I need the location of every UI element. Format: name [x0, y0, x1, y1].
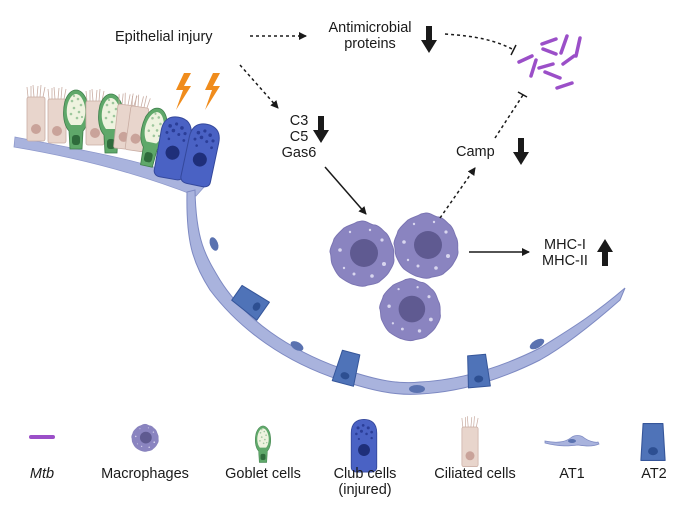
macrophage — [379, 278, 441, 342]
node-c3: C3 — [289, 113, 309, 129]
legend-label-club-line2: (injured) — [338, 482, 392, 498]
at2-cell — [465, 353, 491, 389]
at1-nucleus — [209, 237, 219, 251]
up-arrow-icon — [597, 239, 613, 266]
node-antimicrobial-line1: Antimicrobial — [328, 20, 412, 36]
node-mhc-ii: MHC-II — [542, 253, 588, 269]
alveolar-wall-at1 — [186, 189, 626, 395]
edge-injury-to-complement — [239, 64, 279, 109]
edge-antimicrobial-inhibits-mtb — [444, 33, 515, 51]
legend-label-ciliated-cells: Ciliated cells — [434, 466, 516, 482]
node-antimicrobial-line2: proteins — [344, 36, 396, 52]
down-arrow-icon — [421, 26, 437, 53]
legend-label-mtb: Mtb — [29, 466, 55, 482]
at2-cell-icon — [640, 423, 666, 461]
ciliated-cell — [26, 84, 46, 142]
at1-nucleus — [568, 439, 576, 443]
legend-label-macrophages: Macrophages — [101, 466, 189, 482]
edge-camp-inhibits-mtb — [494, 94, 524, 139]
legend-label-at1: AT1 — [559, 466, 585, 482]
macrophage-icon — [131, 423, 159, 452]
legend-label-goblet-cells: Goblet cells — [225, 466, 301, 482]
node-gas6: Gas6 — [281, 145, 317, 161]
at1-nucleus — [529, 338, 545, 350]
node-mhc: MHC-I MHC-II — [533, 237, 597, 269]
node-mhc-i: MHC-I — [544, 237, 586, 253]
node-c5: C5 — [289, 129, 309, 145]
ciliated-cell-icon — [461, 415, 479, 468]
legend-label-club-cells: Club cells (injured) — [320, 466, 410, 498]
inhibition-bar — [517, 91, 528, 98]
macrophage — [393, 212, 459, 279]
node-camp: Camp — [456, 144, 495, 160]
edge-complement-to-macrophages — [324, 166, 367, 215]
legend-label-at2: AT2 — [641, 466, 667, 482]
node-complement: C3 C5 Gas6 — [277, 113, 321, 161]
node-antimicrobial-proteins: Antimicrobial proteins — [318, 20, 422, 52]
goblet-cell-icon — [254, 425, 272, 463]
at1-nucleus — [290, 341, 304, 351]
mtb-cluster — [517, 34, 582, 90]
inhibition-bar — [510, 44, 517, 56]
goblet-cell — [63, 89, 89, 150]
macrophage — [329, 220, 395, 287]
club-cell-icon — [350, 418, 378, 473]
down-arrow-icon — [513, 138, 529, 165]
injury-lightning-icon — [205, 73, 220, 110]
node-epithelial-injury: Epithelial injury — [115, 29, 213, 45]
injury-lightning-icon — [176, 73, 191, 110]
edge-macrophages-to-camp — [439, 167, 476, 219]
at1-nucleus — [409, 385, 425, 393]
legend-label-club-line1: Club cells — [333, 466, 397, 482]
down-arrow-icon — [313, 116, 329, 143]
